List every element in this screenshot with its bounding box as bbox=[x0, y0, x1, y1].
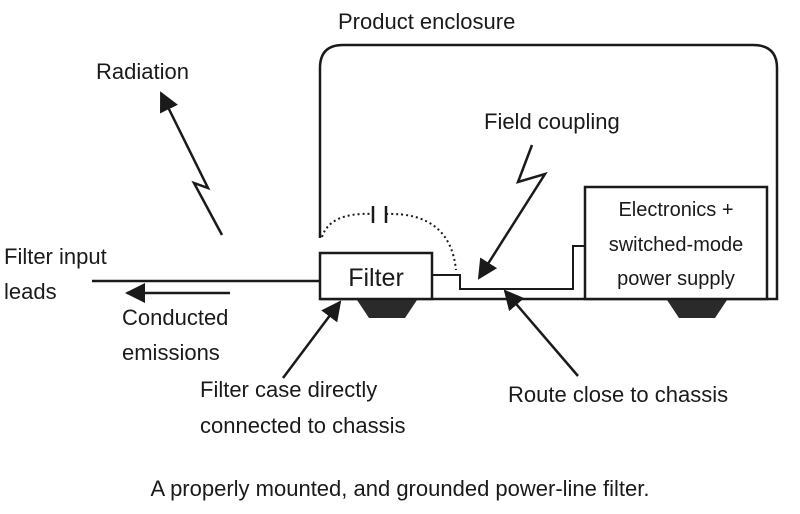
label-route-close: Route close to chassis bbox=[508, 382, 728, 407]
label-electronics-line3: power supply bbox=[617, 268, 735, 290]
label-radiation: Radiation bbox=[96, 59, 189, 84]
route-close-pointer bbox=[503, 289, 579, 377]
electronics-box bbox=[583, 185, 769, 301]
label-electronics-line2: switched-mode bbox=[609, 234, 744, 256]
label-filter-input-line2: leads bbox=[4, 279, 57, 304]
mounting-foot-left bbox=[357, 300, 417, 318]
label-conducted-line2: emissions bbox=[122, 340, 220, 365]
mounting-foot-right bbox=[667, 300, 727, 318]
label-product-enclosure: Product enclosure bbox=[338, 9, 515, 34]
label-conducted-line1: Conducted bbox=[122, 305, 228, 330]
label-filter-case-line2: connected to chassis bbox=[200, 413, 405, 438]
label-field-coupling: Field coupling bbox=[484, 109, 620, 134]
stray-capacitance-path-left bbox=[321, 212, 374, 238]
filter-box bbox=[318, 251, 434, 301]
label-filter-input-line1: Filter input bbox=[4, 244, 107, 269]
output-wiring bbox=[432, 245, 585, 290]
field-coupling-arrow bbox=[477, 144, 548, 280]
label-electronics-line1: Electronics + bbox=[618, 199, 733, 221]
label-filter-case-line1: Filter case directly bbox=[200, 377, 377, 402]
filter-case-pointer bbox=[282, 300, 342, 379]
radiation-arrow bbox=[159, 91, 224, 236]
figure-caption: A properly mounted, and grounded power-l… bbox=[151, 476, 650, 501]
enclosure-outline bbox=[318, 43, 779, 301]
label-filter: Filter bbox=[348, 264, 404, 292]
